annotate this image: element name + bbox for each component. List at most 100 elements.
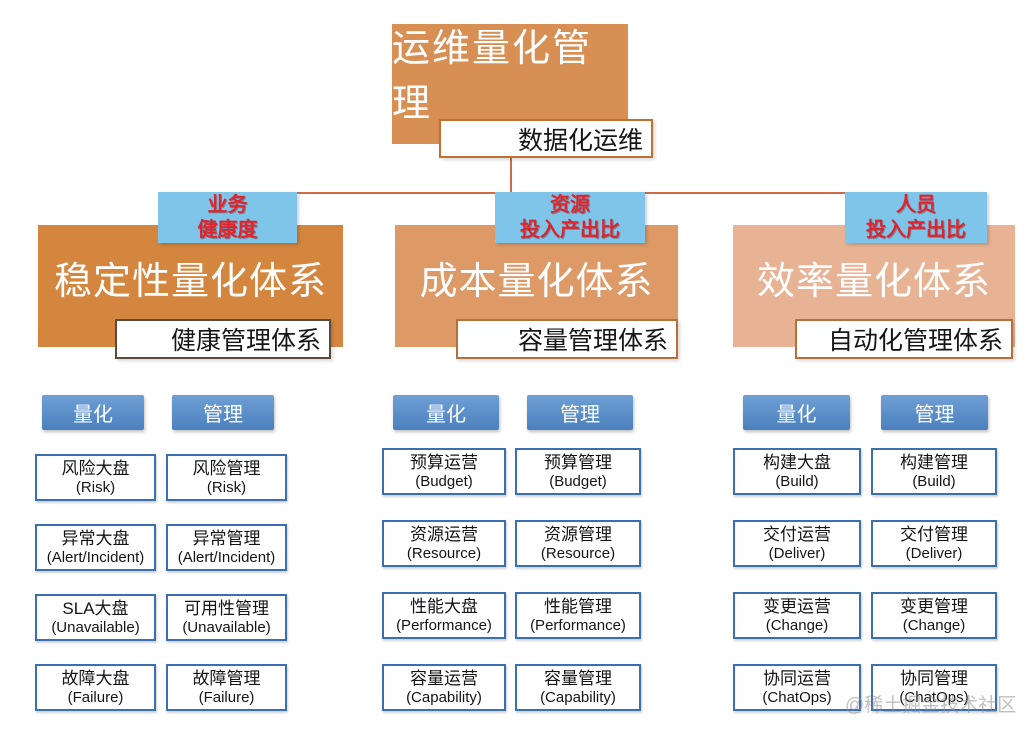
item-en: (Failure)	[198, 688, 255, 706]
item-cn: 构建管理	[900, 452, 968, 472]
item-box: 容量运营 (Capability)	[382, 664, 506, 711]
chip-mgmt: 管理	[172, 395, 274, 430]
item-cn: 容量管理	[544, 668, 612, 688]
item-en: (Change)	[902, 616, 966, 634]
item-cn: 异常管理	[192, 528, 261, 548]
item-en: (Risk)	[75, 478, 116, 496]
chip-quant: 量化	[743, 395, 850, 430]
item-box: 预算管理 (Budget)	[515, 448, 641, 495]
root-subnode-label: 数据化运维	[517, 126, 643, 155]
item-en: (Resource)	[540, 544, 616, 562]
item-box: 风险大盘 (Risk)	[35, 454, 156, 501]
item-box: 风险管理 (Risk)	[166, 454, 287, 501]
item-en: (Capability)	[406, 688, 482, 706]
item-en: (Budget)	[415, 472, 473, 490]
root-subnode: 数据化运维	[439, 119, 653, 158]
item-box: 交付运营 (Deliver)	[733, 520, 861, 567]
tag-line: 投入产出比	[866, 218, 966, 241]
root-title: 运维量化管理	[392, 28, 593, 125]
item-cn: 容量运营	[410, 668, 478, 688]
tag-line: 资源	[550, 193, 590, 216]
item-box: 异常大盘 (Alert/Incident)	[35, 524, 156, 571]
item-cn: 资源管理	[544, 524, 612, 544]
item-en: (Performance)	[530, 616, 626, 634]
item-box: 容量管理 (Capability)	[515, 664, 641, 711]
pillar-title: 成本量化体系	[419, 260, 654, 303]
item-cn: 故障大盘	[61, 668, 130, 688]
subnode-label: 容量管理体系	[517, 327, 668, 355]
chip-mgmt: 管理	[881, 395, 988, 430]
item-box: 变更管理 (Change)	[871, 592, 997, 639]
item-box: 故障管理 (Failure)	[166, 664, 287, 711]
item-cn: 故障管理	[192, 668, 261, 688]
item-en: (Risk)	[206, 478, 247, 496]
chip-label: 管理	[914, 404, 955, 426]
item-cn: 异常大盘	[61, 528, 130, 548]
item-cn: 预算管理	[544, 452, 612, 472]
item-box: 异常管理 (Alert/Incident)	[166, 524, 287, 571]
item-cn: 资源运营	[410, 524, 478, 544]
pillar-title: 稳定性量化体系	[53, 260, 327, 303]
item-cn: 交付管理	[900, 524, 968, 544]
item-box: 资源管理 (Resource)	[515, 520, 641, 567]
chip-quant: 量化	[393, 395, 499, 430]
chip-quant: 量化	[42, 395, 144, 430]
item-box: 性能管理 (Performance)	[515, 592, 641, 639]
tag-line: 人员	[896, 193, 936, 216]
chip-label: 管理	[560, 404, 600, 426]
item-cn: 变更运营	[763, 596, 831, 616]
subnode-capacity-mgmt: 容量管理体系	[456, 319, 678, 359]
item-en: (Budget)	[549, 472, 607, 490]
chip-label: 量化	[73, 404, 113, 426]
item-en: (Unavailable)	[51, 618, 140, 636]
item-en: (Failure)	[67, 688, 124, 706]
item-box: 构建管理 (Build)	[871, 448, 997, 495]
watermark: @稀土掘金技术社区	[845, 695, 1017, 716]
subnode-health-mgmt: 健康管理体系	[115, 319, 331, 359]
item-box: 可用性管理 (Unavailable)	[166, 594, 287, 641]
item-en: (ChatOps)	[899, 688, 969, 706]
chip-mgmt: 管理	[527, 395, 633, 430]
item-cn: SLA大盘	[62, 598, 129, 618]
item-box: 构建大盘 (Build)	[733, 448, 861, 495]
item-box: 性能大盘 (Performance)	[382, 592, 506, 639]
tag-line: 健康度	[197, 218, 258, 241]
item-cn: 交付运营	[763, 524, 831, 544]
item-cn: 性能管理	[544, 596, 612, 616]
item-en: (Performance)	[396, 616, 492, 634]
item-en: (Deliver)	[905, 544, 963, 562]
item-en: (Change)	[765, 616, 829, 634]
item-box: 资源运营 (Resource)	[382, 520, 506, 567]
item-cn: 性能大盘	[410, 596, 478, 616]
item-cn: 预算运营	[410, 452, 478, 472]
item-en: (Alert/Incident)	[46, 548, 145, 566]
subnode-automation-mgmt: 自动化管理体系	[795, 319, 1013, 359]
pillar-title: 效率量化体系	[756, 260, 991, 303]
item-box: 预算运营 (Budget)	[382, 448, 506, 495]
item-en: (Alert/Incident)	[177, 548, 276, 566]
item-box: SLA大盘 (Unavailable)	[35, 594, 156, 641]
item-box: 故障大盘 (Failure)	[35, 664, 156, 711]
item-cn: 构建大盘	[763, 452, 831, 472]
item-cn: 变更管理	[900, 596, 968, 616]
tag-line: 业务	[207, 193, 248, 216]
chip-label: 管理	[203, 404, 243, 426]
item-en: (Capability)	[540, 688, 616, 706]
item-box: 协同运营 (ChatOps)	[733, 664, 861, 711]
tag-people-roi: 人员 投入产出比	[845, 192, 987, 243]
tag-resource-roi: 资源 投入产出比	[495, 192, 645, 243]
tag-business-health: 业务 健康度	[158, 192, 297, 243]
subnode-label: 健康管理体系	[170, 327, 321, 355]
item-cn: 风险大盘	[61, 458, 130, 478]
chip-label: 量化	[776, 404, 817, 426]
item-box: 变更运营 (Change)	[733, 592, 861, 639]
tag-line: 投入产出比	[520, 218, 620, 241]
item-cn: 可用性管理	[184, 598, 269, 618]
item-en: (Build)	[912, 472, 956, 490]
item-cn: 协同运营	[763, 668, 831, 688]
item-cn: 协同管理	[900, 668, 968, 688]
item-en: (Deliver)	[768, 544, 826, 562]
subnode-label: 自动化管理体系	[827, 327, 1003, 355]
item-cn: 风险管理	[192, 458, 261, 478]
